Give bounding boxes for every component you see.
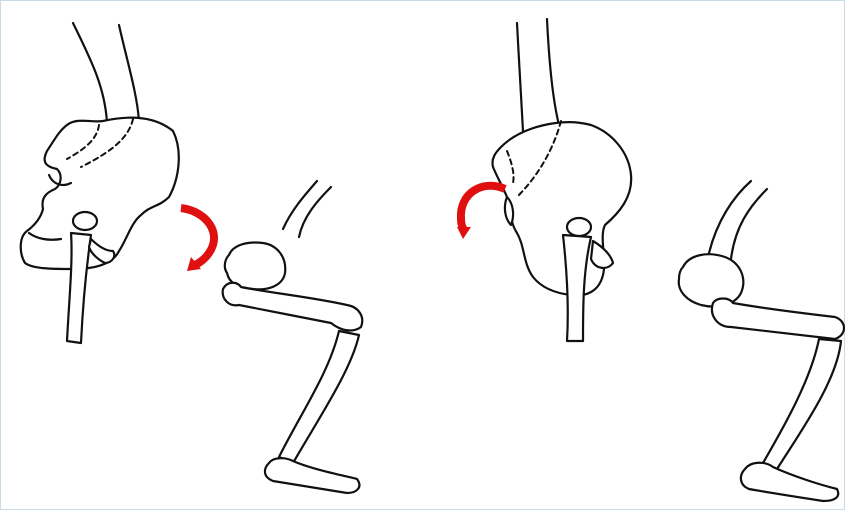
left-rotation-arrow [181,208,214,271]
left-leg [223,181,363,493]
right-rotation-arrow [457,186,505,239]
right-leg [679,181,844,501]
left-panel [21,23,363,493]
left-spine [73,23,139,123]
right-spine [517,19,559,131]
right-panel [457,19,844,501]
